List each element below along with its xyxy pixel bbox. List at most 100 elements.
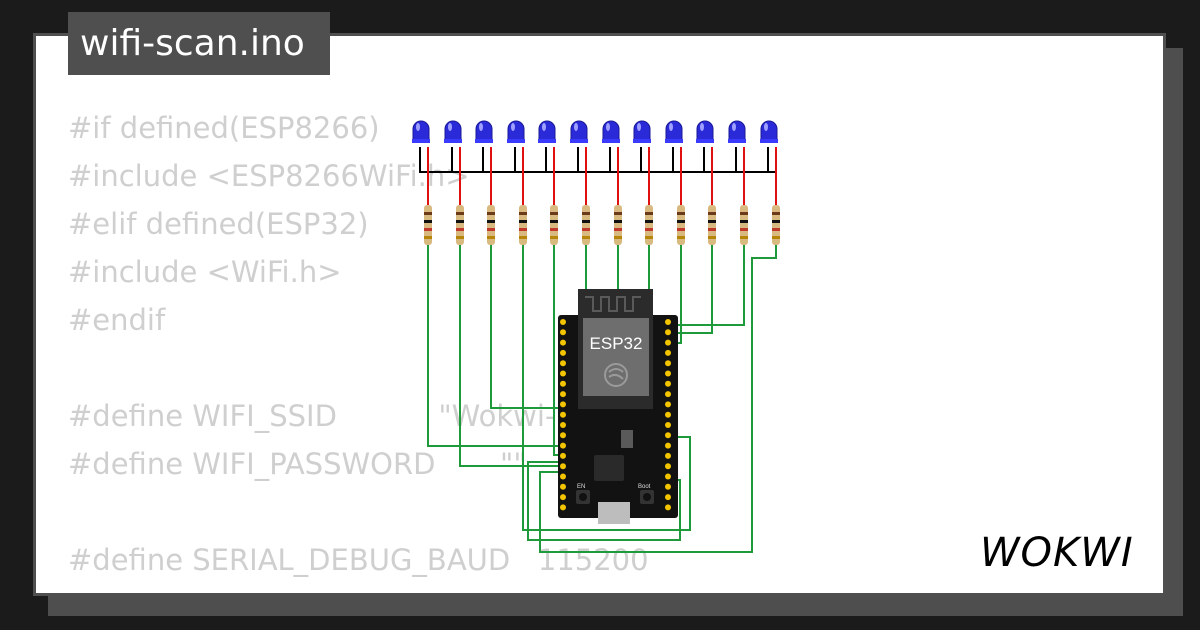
blue-led-icon [665, 120, 683, 142]
ground-bus-wire [419, 147, 777, 173]
board-pin [560, 329, 566, 336]
resistor-band [582, 228, 590, 231]
board-pin [665, 339, 671, 346]
led-base [412, 139, 430, 143]
resistor-band [740, 236, 748, 239]
resistor-band [677, 220, 685, 223]
led-base [728, 139, 746, 143]
blue-led-icon [570, 120, 588, 142]
resistor-band [708, 236, 716, 239]
board-pin [665, 422, 671, 428]
file-name-tab[interactable]: wifi-scan.ino [68, 12, 330, 75]
board-pin [560, 452, 566, 459]
led-unit [570, 120, 590, 245]
rf-shield [583, 318, 649, 396]
esp32-board[interactable]: ESP32 EN Boot [558, 289, 678, 524]
led-unit [728, 120, 748, 245]
resistor-band [582, 236, 590, 239]
led-highlight [574, 123, 578, 131]
board-pin [560, 483, 566, 490]
resistor-band [677, 236, 685, 239]
led-base [665, 139, 683, 143]
en-label: EN [577, 484, 585, 490]
board-pin [665, 504, 671, 511]
blue-led-icon [507, 120, 525, 142]
gpio-wire [539, 245, 777, 553]
micro-usb-port [598, 502, 630, 524]
resistor-band [519, 212, 527, 215]
board-pin [665, 401, 671, 408]
board-pin [560, 463, 566, 470]
resistor-band [456, 220, 464, 223]
board-pin [665, 452, 671, 459]
board-pin [665, 391, 671, 398]
board-pin [665, 360, 671, 367]
board-pin [560, 360, 566, 367]
blue-led-icon [760, 120, 778, 142]
board-pin [665, 432, 671, 439]
board-pin [560, 411, 566, 418]
board-pin [665, 370, 671, 377]
led-highlight [479, 123, 483, 131]
board-pin [665, 319, 671, 325]
led-base [538, 139, 556, 143]
board-pin [665, 329, 671, 336]
board-pin [560, 391, 566, 398]
gpio-wire [459, 245, 560, 467]
brand-logo-text: WOKWI [980, 530, 1134, 576]
resistor-band [645, 236, 653, 239]
resistor-band [645, 212, 653, 215]
resistor-band [772, 236, 780, 239]
resistor-band [424, 212, 432, 215]
board-pin [560, 349, 566, 356]
led-unit [696, 120, 716, 245]
gpio-wire [427, 245, 560, 447]
resistor-band [487, 236, 495, 239]
blue-led-icon [696, 120, 714, 142]
resistor-band [582, 212, 590, 215]
board-pins [560, 319, 671, 511]
code-preview: #if defined(ESP8266) #include <ESP8266WiF… [68, 104, 668, 584]
led-base [444, 139, 462, 143]
led-highlight [764, 123, 768, 131]
resistor-band [424, 228, 432, 231]
espressif-logo-icon [604, 363, 628, 387]
resistor-band [708, 220, 716, 223]
code-line: #include <WiFi.h> [68, 255, 342, 289]
led-unit [444, 120, 464, 245]
regulator-chip [621, 430, 633, 448]
board-pin [665, 380, 671, 387]
led-unit [412, 120, 432, 245]
code-line: #if defined(ESP8266) [68, 111, 380, 145]
resistor-band [772, 220, 780, 223]
board-pin [665, 483, 671, 490]
resistor-band [519, 236, 527, 239]
code-line: #define WIFI_PASSWORD "" [68, 447, 527, 481]
code-line: #include <ESP8266WiFi.h> [68, 159, 470, 193]
code-line: #define SERIAL_DEBUG_BAUD 115200 [68, 543, 649, 577]
blue-led-icon [412, 120, 430, 142]
led-highlight [448, 123, 452, 131]
resistor-band [487, 228, 495, 231]
resistor-band [519, 228, 527, 231]
resistor-band [677, 212, 685, 215]
resistor-band [645, 228, 653, 231]
led-highlight [669, 123, 673, 131]
led-highlight [637, 123, 641, 131]
led-highlight [416, 123, 420, 131]
led-unit [760, 120, 780, 245]
led-base [570, 139, 588, 143]
led-base [602, 139, 620, 143]
resistor-band [519, 220, 527, 223]
gpio-wire [666, 245, 745, 326]
board-pin [665, 463, 671, 470]
blue-led-icon [538, 120, 556, 142]
led-highlight [542, 123, 546, 131]
resistor-band [614, 212, 622, 215]
resistor-band [487, 220, 495, 223]
blue-led-icon [633, 120, 651, 142]
gpio-wire [522, 245, 691, 531]
antenna-trace-icon [585, 296, 641, 312]
led-base [633, 139, 651, 143]
led-highlight [732, 123, 736, 131]
